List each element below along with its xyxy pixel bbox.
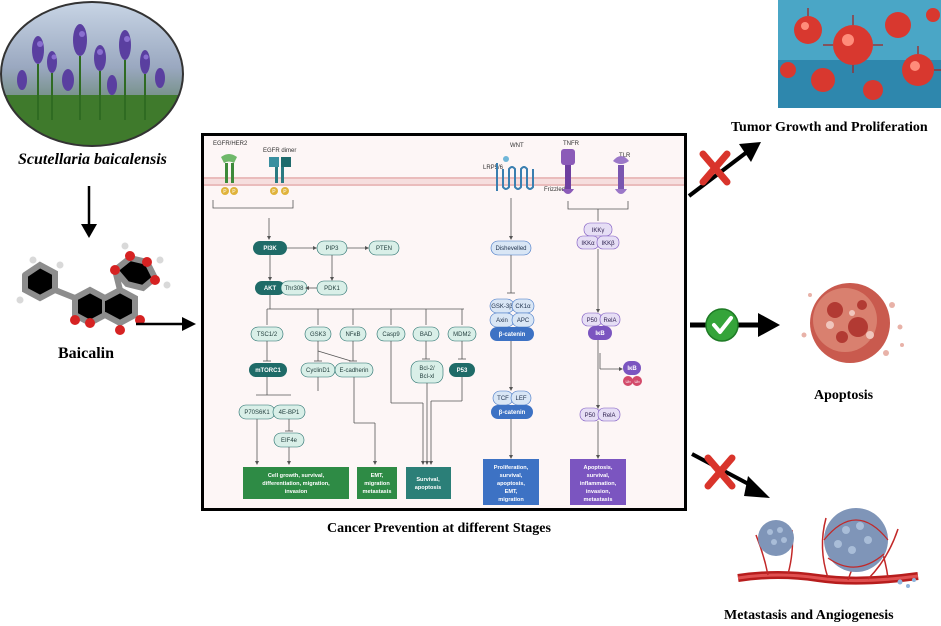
result-growth-line1: Cell growth, survival,	[268, 473, 325, 479]
wnt-label: WNT	[510, 143, 524, 149]
thr308-node: Thr308	[284, 286, 304, 292]
tsc12-node: TSC1/2	[257, 332, 278, 338]
svg-text:P: P	[272, 189, 276, 195]
result-survival-line1: Survival,	[416, 477, 440, 483]
pip3-node: PIP3	[325, 246, 339, 252]
bclxl-node: Bcl-xl	[420, 374, 435, 380]
blocked-arrow-tumor-icon	[687, 142, 761, 198]
ikb-degraded-node: IκB	[627, 366, 637, 372]
result-prolif-line1: Proliferation,	[494, 465, 529, 471]
down-arrow-icon	[81, 186, 97, 238]
result-survival-line2: apoptosis	[415, 485, 441, 491]
akt-node: AKT	[264, 286, 277, 292]
baicalin-molecule-image	[16, 242, 171, 335]
ikb-node: IκB	[595, 331, 605, 337]
outcome-tumor-label: Tumor Growth and Proliferation	[731, 120, 928, 135]
cyclind1-node: CyclinD1	[306, 368, 331, 374]
bcl2-node: Bcl-2/	[419, 366, 435, 372]
apc-node: APC	[517, 318, 530, 324]
tumor-cells-image	[778, 0, 941, 108]
ubiquitin-node-2: Ub	[634, 379, 640, 384]
nfkb-node: NFκB	[346, 332, 361, 338]
rela-node: RelA	[603, 318, 616, 324]
ubiquitin-node: Ub	[625, 379, 631, 384]
result-nfkb-line3: inflammation,	[580, 481, 617, 487]
result-emt-line2: migration	[364, 481, 390, 487]
frizzled-receptor-icon	[496, 163, 534, 191]
tnfr-receptor-icon	[561, 149, 575, 194]
apoptotic-cell-image	[801, 283, 904, 363]
result-growth-line2: differentiation, migration,	[262, 481, 330, 487]
ikka-node: IKKα	[581, 241, 595, 247]
pi3k-node: PI3K	[263, 246, 277, 252]
axin-node: Axin	[496, 318, 508, 324]
p50-nuclear-node: P50	[585, 413, 596, 419]
ikkb-node: IKKβ	[601, 241, 615, 247]
result-nfkb-line5: metastasis	[584, 497, 613, 503]
ck1a-node: CK1α	[515, 304, 531, 310]
compound-label: Baicalin	[58, 345, 115, 362]
gsk3b-node: GSK-3β	[491, 304, 513, 310]
egfr-dimer-label: EGFR dimer	[263, 148, 296, 154]
plant-label: Scutellaria baicalensis	[18, 151, 167, 168]
svg-text:P: P	[223, 189, 227, 195]
egfr-her2-label: EGFR/HER2	[213, 141, 248, 147]
beta-catenin-nuclear-node: β-catenin	[499, 410, 526, 416]
tlr-receptor-icon	[613, 156, 629, 194]
lef-node: LEF	[515, 396, 526, 402]
pdk1-node: PDK1	[324, 286, 340, 292]
rela-nuclear-node: RelA	[602, 413, 615, 419]
result-growth-line3: invasion	[285, 489, 308, 495]
mdm2-node: MDM2	[453, 332, 471, 338]
eif4e-node: EIF4e	[281, 438, 298, 444]
tlr-label: TLR	[619, 153, 631, 159]
egfr-her2-receptor-icon: P P	[221, 154, 238, 195]
tcf-node: TCF	[497, 396, 509, 402]
signaling-pathway-diagram: EGFR/HER2 EGFR dimer P P P P WNT LRP5/6 …	[201, 133, 687, 511]
promote-arrow-apoptosis-icon	[690, 308, 780, 342]
pten-node: PTEN	[376, 246, 392, 252]
casp9-node: Casp9	[382, 332, 400, 338]
result-nfkb-line2: survival,	[587, 473, 610, 479]
frizzled-label: Frizzled	[544, 187, 565, 193]
beta-catenin-node: β-catenin	[499, 332, 526, 338]
result-nfkb-line1: Apoptosis,	[584, 465, 613, 471]
p50-node: P50	[587, 318, 598, 324]
outcome-metastasis-label: Metastasis and Angiogenesis	[724, 608, 894, 623]
right-arrow-icon	[136, 317, 196, 331]
scutellaria-plant-image	[0, 1, 184, 147]
result-nfkb-line4: invasion,	[586, 489, 611, 495]
dishevelled-node: Dishevelled	[495, 246, 526, 252]
egfr-dimer-receptor-icon: P P	[269, 157, 291, 195]
outcome-apoptosis-label: Apoptosis	[814, 388, 874, 403]
bad-node: BAD	[420, 332, 433, 338]
svg-text:P: P	[232, 189, 236, 195]
gsk3-node: GSK3	[310, 332, 327, 338]
metastasis-angiogenesis-image	[737, 508, 919, 588]
blocked-arrow-metastasis-icon	[691, 452, 770, 498]
svg-text:P: P	[283, 189, 287, 195]
mtorc1-node: mTORC1	[255, 368, 281, 374]
4ebp1-node: 4E-BP1	[279, 410, 300, 416]
lrp-label: LRP5/6	[483, 165, 504, 171]
p53-node: P53	[457, 368, 468, 374]
result-prolif-line3: apoptosis,	[497, 481, 525, 487]
pathway-caption: Cancer Prevention at different Stages	[327, 521, 551, 536]
result-prolif-line5: migration	[498, 497, 524, 503]
ikkg-node: IKKγ	[592, 228, 605, 234]
result-emt-line3: metastasis	[363, 489, 392, 495]
p70s6k1-node: P70S6K1	[244, 410, 270, 416]
tnfr-label: TNFR	[563, 141, 580, 147]
result-prolif-line2: survival,	[500, 473, 523, 479]
ecadherin-node: E-cadherin	[339, 368, 368, 374]
result-prolif-line4: EMT,	[505, 489, 518, 495]
result-emt-line1: EMT,	[371, 473, 384, 479]
